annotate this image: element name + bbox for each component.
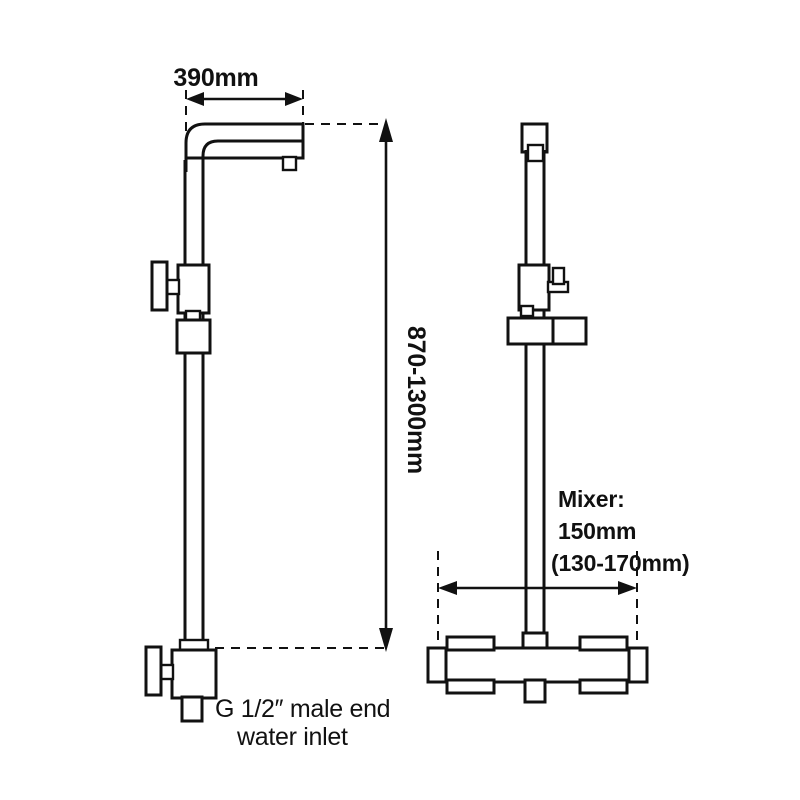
mixer-note-line2: 150mm (558, 518, 636, 544)
inlet-caption-line2: water inlet (236, 723, 348, 751)
mixer-bar-front (436, 646, 639, 684)
dim-label-arm-reach: 390mm (173, 64, 258, 92)
mixer-handle (144, 645, 163, 697)
right-front-elevation-view: Mixer: 150mm (130-170mm) (426, 122, 690, 704)
dim-label-overall-height: 870-1300mm (402, 326, 430, 474)
pipe-coupling (175, 318, 212, 355)
diverter-handle (150, 260, 169, 312)
mixer-pad-bottom-left (445, 678, 496, 695)
mixer-valve-body (170, 648, 218, 700)
arrow-mixer-left (438, 581, 457, 595)
mixer-centre-outlet (523, 678, 547, 704)
mixer-pad-bottom-right (578, 678, 629, 695)
shower-arm-nozzle (281, 155, 298, 172)
inlet-caption-line1: G 1/2″ male end (215, 695, 390, 723)
mixer-end-cap-left (426, 646, 448, 684)
arrow-arm-right (285, 92, 303, 106)
left-side-elevation-view: 390mm (144, 64, 430, 751)
holder-collar (519, 304, 535, 318)
diverter-valve-body (176, 263, 211, 315)
slide-bar-cap-inner (526, 143, 545, 163)
shower-arm-inner-edge (201, 139, 303, 200)
arrow-mixer-right (618, 581, 637, 595)
inlet-stub (180, 695, 204, 723)
arrow-height-top (379, 118, 393, 142)
mixer-note-line3: (130-170mm) (551, 550, 689, 576)
hand-shower-holder-bracket (517, 263, 551, 312)
mixer-note-line1: Mixer: (558, 486, 625, 512)
arrow-height-bottom (379, 628, 393, 652)
holder-lever-knob (551, 266, 566, 286)
arrow-arm-left (186, 92, 204, 106)
mixer-pad-top-right (578, 635, 629, 652)
hand-shower-holder-body (506, 316, 588, 346)
mixer-end-cap-right (627, 646, 649, 684)
mixer-pad-top-left (445, 635, 496, 652)
shower-arm (184, 122, 305, 172)
